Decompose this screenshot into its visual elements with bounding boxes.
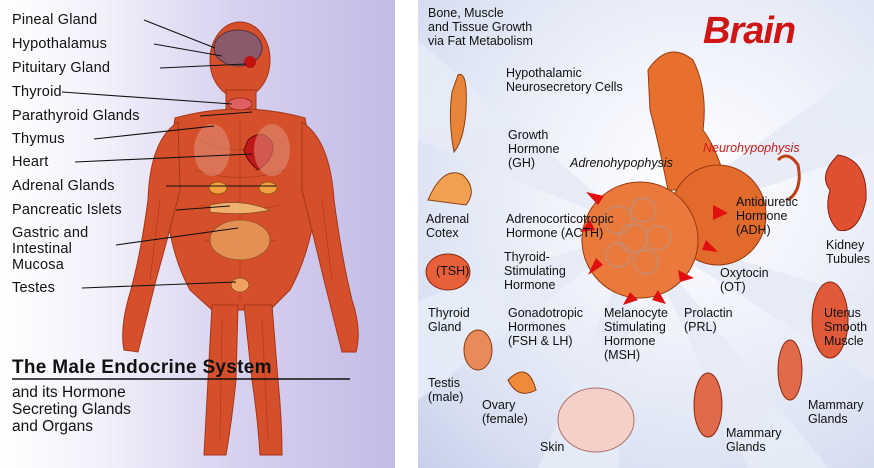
label-pituitary-gland: Pituitary Gland: [12, 60, 110, 76]
label-pancreatic-islets: Pancreatic Islets: [12, 202, 122, 218]
right-leg-shape: [244, 305, 282, 455]
label-gastric-intestinal-mucosa: Gastric and Intestinal Mucosa: [12, 225, 88, 273]
kidney-thumb: [826, 155, 867, 231]
label-tsh: (TSH): [436, 264, 469, 278]
label-uterus: Uterus Smooth Muscle: [824, 306, 867, 348]
pituitary-organ: [244, 56, 256, 68]
label-antidiuretic: Antidiuretic Hormone (ADH): [736, 195, 798, 237]
label-kidney-tubules: Kidney Tubules: [826, 238, 870, 266]
testis-thumb: [464, 330, 492, 370]
skin-thumb: [558, 388, 634, 452]
label-hypothalamic-cells: Hypothalamic Neurosecretory Cells: [506, 66, 623, 94]
label-mammary-right: Mammary Glands: [808, 398, 864, 426]
label-thymus: Thymus: [12, 131, 65, 147]
label-testis: Testis (male): [428, 376, 463, 404]
diagram-title: The Male Endocrine System: [12, 357, 272, 379]
label-thyroid-gland: Thyroid Gland: [428, 306, 470, 334]
label-acth: Adrenocorticotropic Hormone (ACTH): [506, 212, 614, 240]
male-endocrine-panel: Pineal Gland Hypothalamus Pituitary Glan…: [0, 0, 395, 468]
brain-title: Brain: [703, 10, 795, 53]
label-ovary: Ovary (female): [482, 398, 528, 426]
label-heart: Heart: [12, 154, 48, 170]
label-thyroid-stimulating: Thyroid- Stimulating Hormone: [504, 250, 566, 292]
label-adrenal-cortex: Adrenal Cotex: [426, 212, 469, 240]
label-pineal-gland: Pineal Gland: [12, 12, 97, 28]
mammary-thumb-2: [694, 373, 722, 437]
label-prolactin: Prolactin (PRL): [684, 306, 733, 334]
label-skin: Skin: [540, 440, 564, 454]
label-adrenal-glands: Adrenal Glands: [12, 178, 115, 194]
label-melanocyte: Melanocyte Stimulating Hormone (MSH): [604, 306, 668, 362]
label-bone-muscle: Bone, Muscle and Tissue Growth via Fat M…: [428, 6, 533, 48]
adrenal-thumb: [428, 173, 471, 205]
ovary-thumb: [508, 372, 536, 393]
label-thyroid: Thyroid: [12, 84, 62, 100]
label-oxytocin: Oxytocin (OT): [720, 266, 769, 294]
label-mammary-bottom: Mammary Glands: [726, 426, 782, 454]
pituitary-hormones-panel: Brain Bone, Muscle and Tissue Growth via…: [418, 0, 874, 468]
mammary-thumb-1: [778, 340, 802, 400]
label-testes: Testes: [12, 280, 55, 296]
label-parathyroid-glands: Parathyroid Glands: [12, 108, 140, 124]
label-adenohypophysis: Adrenohypophysis: [570, 156, 673, 170]
label-growth-hormone: Growth Hormone (GH): [508, 128, 559, 170]
label-gonadotropic: Gonadotropic Hormones (FSH & LH): [508, 306, 583, 348]
label-neurohypophysis: Neurohypophysis: [703, 141, 800, 155]
diagram-subtitle: and its Hormone Secreting Glands and Org…: [12, 384, 131, 435]
label-hypothalamus: Hypothalamus: [12, 36, 107, 52]
